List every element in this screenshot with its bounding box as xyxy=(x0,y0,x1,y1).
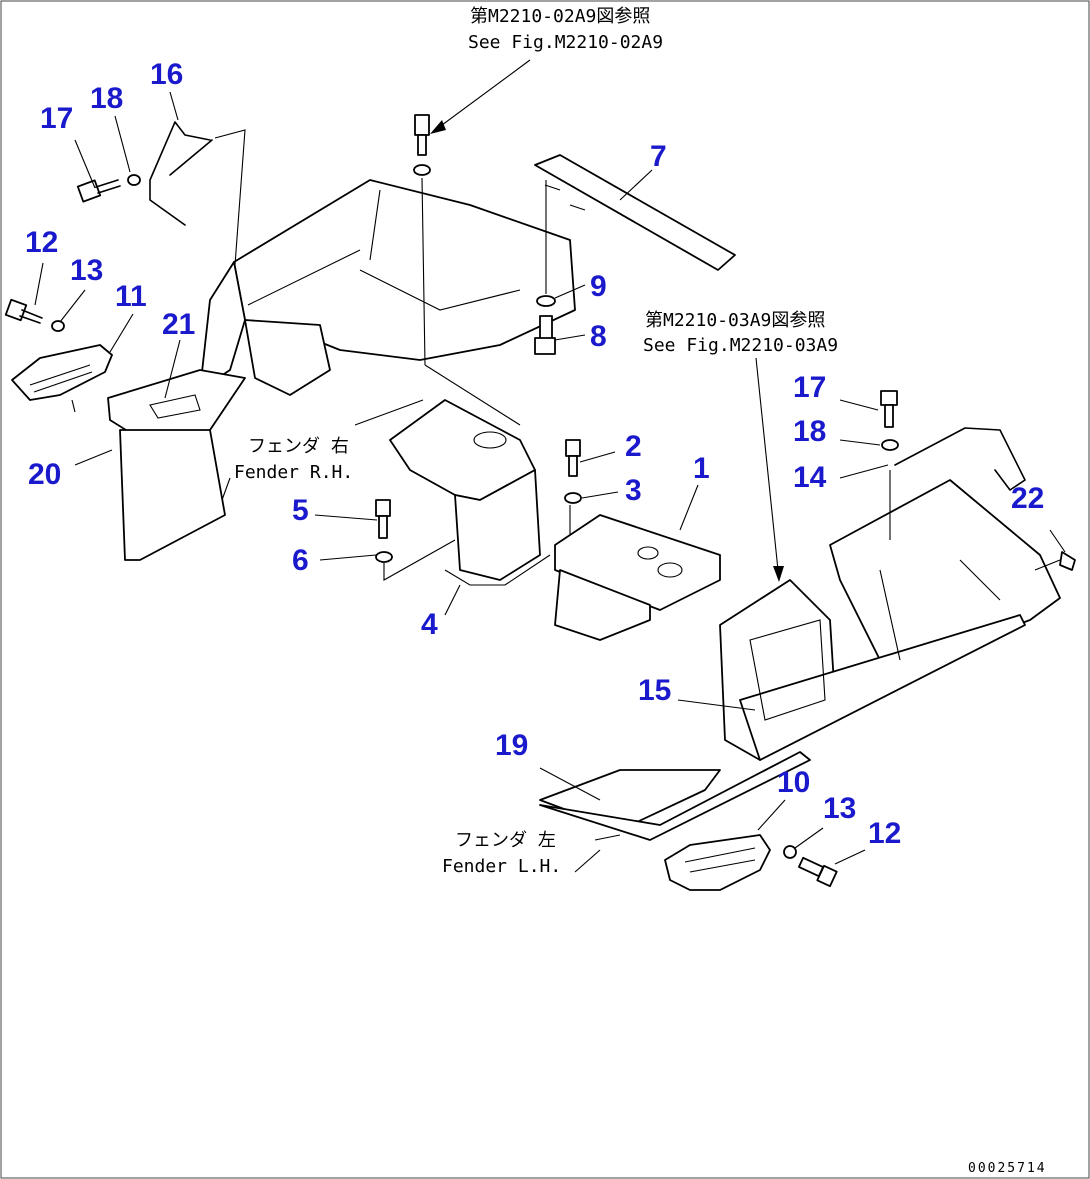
callout-15: 15 xyxy=(638,674,671,707)
part-1-bracket xyxy=(554,514,721,641)
callout-19: 19 xyxy=(495,729,528,762)
callout-8: 8 xyxy=(590,320,607,353)
part-7-strip xyxy=(534,154,736,271)
right-reference-jp: 第M2210-03A9図参照 xyxy=(645,310,825,331)
callout-9: 9 xyxy=(590,270,607,303)
callout-17-rh: 17 xyxy=(40,102,73,135)
part-4-bracket xyxy=(354,364,551,586)
fender-lh-drawing xyxy=(539,390,1076,891)
callout-18-lh: 18 xyxy=(793,415,826,448)
callout-14: 14 xyxy=(793,461,827,494)
callout-11: 11 xyxy=(115,280,147,313)
callout-4: 4 xyxy=(421,608,438,641)
callout-7: 7 xyxy=(650,140,667,173)
callout-22: 22 xyxy=(1011,482,1044,515)
callout-10: 10 xyxy=(777,766,810,799)
fender-rh-drawing xyxy=(4,121,576,561)
fender-lh-label-jp: フェンダ 左 xyxy=(455,830,556,851)
callout-18-rh: 18 xyxy=(90,82,123,115)
callout-21: 21 xyxy=(162,308,195,341)
fender-rh-label-en: Fender R.H. xyxy=(234,462,353,483)
leader-lines xyxy=(34,91,889,873)
callout-6: 6 xyxy=(292,544,309,577)
fasteners xyxy=(375,114,582,610)
callout-13-rh: 13 xyxy=(70,254,103,287)
callout-5: 5 xyxy=(292,494,309,527)
upper-reference-jp: 第M2210-02A9図参照 xyxy=(470,6,650,27)
callout-3: 3 xyxy=(625,474,642,507)
fender-rh-label-jp: フェンダ 右 xyxy=(248,436,349,457)
right-reference-en: See Fig.M2210-03A9 xyxy=(643,335,838,356)
upper-reference-en: See Fig.M2210-02A9 xyxy=(468,32,663,53)
callout-17-lh: 17 xyxy=(793,371,826,404)
callout-2: 2 xyxy=(625,430,642,463)
callout-16: 16 xyxy=(150,58,183,91)
callout-20: 20 xyxy=(28,458,61,491)
callout-13-lh: 13 xyxy=(823,792,856,825)
callout-12-lh: 12 xyxy=(868,817,901,850)
fender-lh-label-en: Fender L.H. xyxy=(442,856,561,877)
callout-1: 1 xyxy=(693,452,710,485)
figure-id: 00025714 xyxy=(968,1161,1047,1176)
callout-12-rh: 12 xyxy=(25,226,58,259)
callouts: 16 18 17 12 13 11 21 20 7 9 8 2 3 1 5 6 … xyxy=(25,58,1044,850)
reference-arrows xyxy=(430,59,784,582)
